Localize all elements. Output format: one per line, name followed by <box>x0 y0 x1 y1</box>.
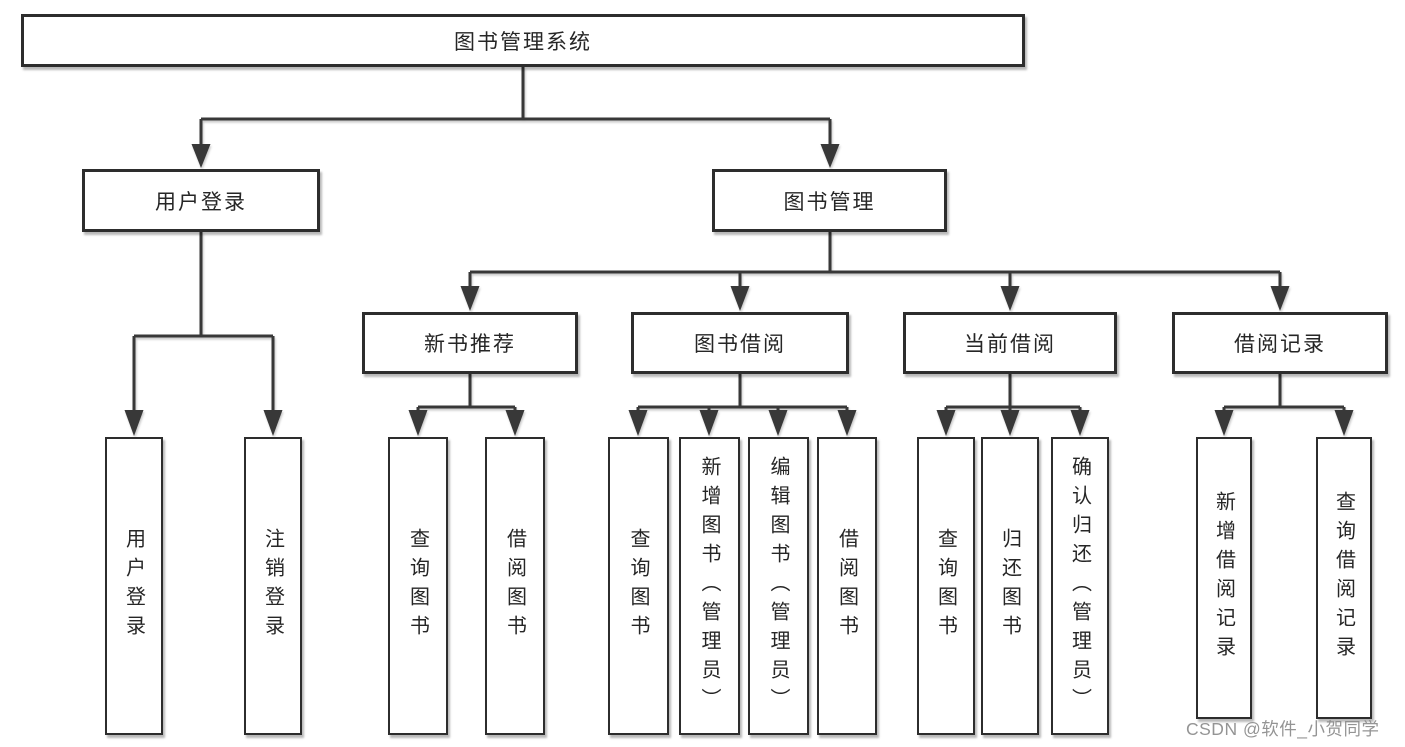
node-book-borrowing: 图书借阅 <box>631 312 849 374</box>
leaf-edit-book-admin: 编辑图书（管理员） <box>748 437 809 735</box>
leaf-confirm-return-admin: 确认归还（管理员） <box>1051 437 1109 735</box>
node-new-book-recommend: 新书推荐 <box>362 312 578 374</box>
connector-new-book-children <box>408 374 525 436</box>
csdn-watermark: CSDN @软件_小贺同学 <box>1186 719 1380 739</box>
leaf-add-book-admin: 新增图书（管理员） <box>679 437 740 735</box>
leaf-query-borrow-record: 查询借阅记录 <box>1316 437 1372 719</box>
connector-borrow-records-children <box>1214 374 1354 436</box>
node-book-management: 图书管理 <box>712 169 947 232</box>
leaf-logout: 注销登录 <box>244 437 302 735</box>
connector-user-login-children <box>124 232 283 436</box>
node-current-borrowing: 当前借阅 <box>903 312 1117 374</box>
node-user-login: 用户登录 <box>82 169 320 232</box>
connector-root-to-level2 <box>191 67 840 168</box>
leaf-query-book-borrow: 查询图书 <box>608 437 669 735</box>
leaf-add-borrow-record: 新增借阅记录 <box>1196 437 1252 719</box>
leaf-borrow-book: 借阅图书 <box>817 437 877 735</box>
leaf-user-login: 用户登录 <box>105 437 163 735</box>
leaf-return-book: 归还图书 <box>981 437 1039 735</box>
node-borrowing-records: 借阅记录 <box>1172 312 1388 374</box>
connector-current-borrow-children <box>936 374 1090 436</box>
leaf-query-book-recommend: 查询图书 <box>388 437 448 735</box>
connector-book-mgmt-children <box>460 232 1290 311</box>
node-root-library-system: 图书管理系统 <box>21 14 1025 67</box>
leaf-borrow-book-recommend: 借阅图书 <box>485 437 545 735</box>
leaf-query-book-current: 查询图书 <box>917 437 975 735</box>
connector-book-borrow-children <box>628 374 857 436</box>
